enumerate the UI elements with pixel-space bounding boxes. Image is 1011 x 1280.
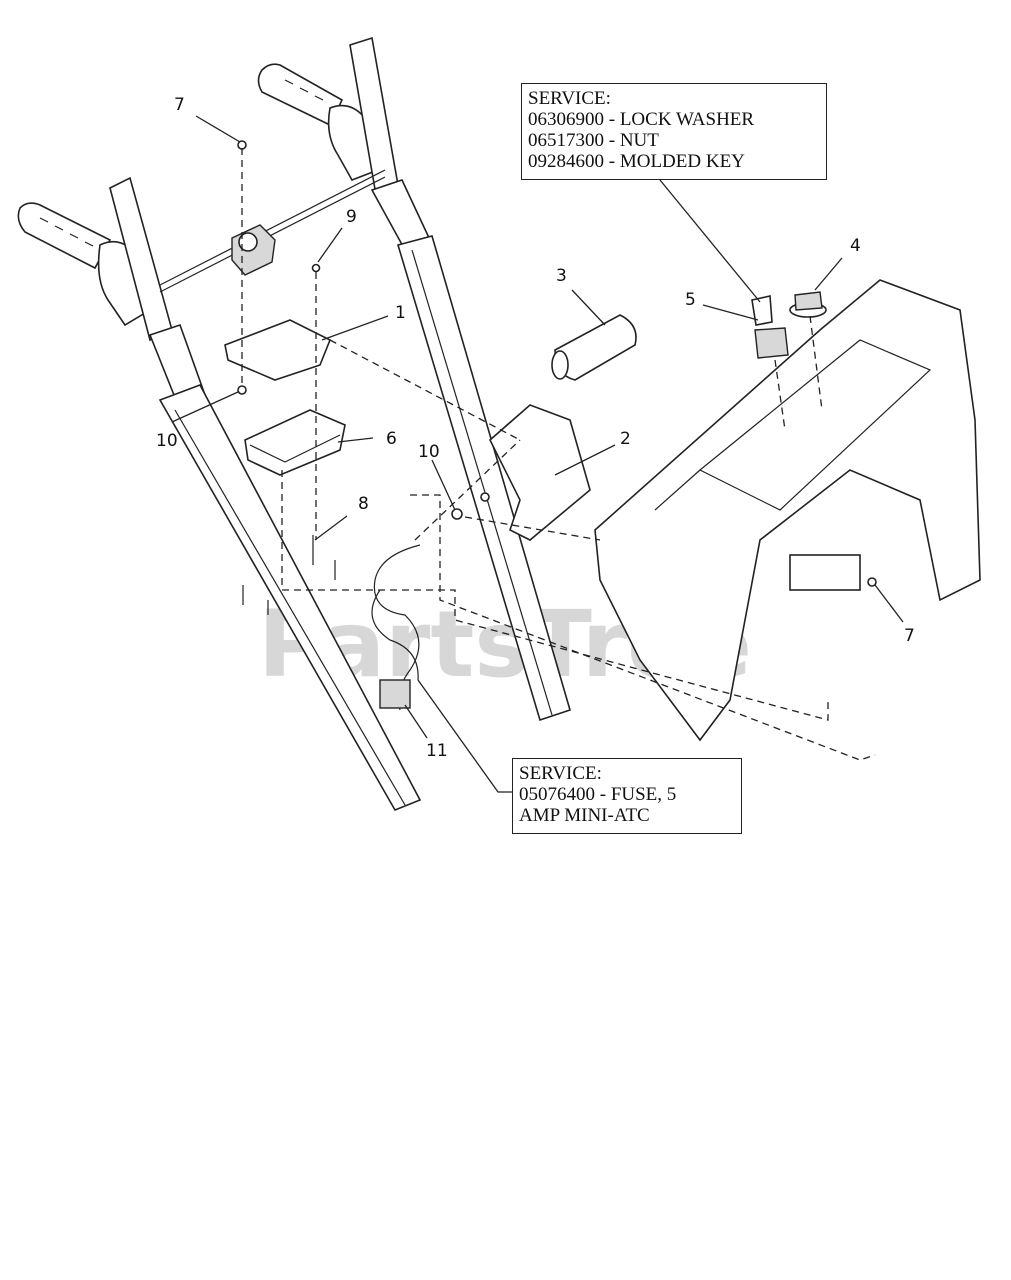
- assembly-lines: [241, 148, 876, 761]
- service-key-line-2: 06306900 - LOCK WASHER: [528, 109, 755, 130]
- service-key-line-1: SERVICE:: [528, 88, 611, 109]
- callout-1: 1: [395, 303, 406, 323]
- service-fuse-line-1: SERVICE:: [519, 763, 602, 784]
- part-5-key-switch: [751, 295, 789, 359]
- part-2-mount-bracket: [489, 404, 591, 541]
- callout-10-center: 10: [418, 442, 440, 462]
- service-note-fuse: SERVICE: 05076400 - FUSE, 5 AMP MINI-ATC: [512, 758, 742, 834]
- part-4-knob: [789, 291, 827, 318]
- callout-7-top: 7: [174, 95, 185, 115]
- callout-5: 5: [685, 290, 696, 310]
- callout-11: 11: [426, 741, 448, 761]
- callout-7-right: 7: [904, 626, 915, 646]
- left-handle-assembly: [17, 176, 422, 812]
- right-handle-assembly: [159, 36, 571, 722]
- callout-9: 9: [346, 207, 357, 227]
- service-fuse-line-3: AMP MINI-ATC: [519, 805, 650, 826]
- part-1-bracket: [224, 319, 332, 381]
- part-11-wire-harness: [371, 544, 421, 711]
- cable-actuator: [231, 224, 276, 276]
- part-6-control-module: [244, 409, 346, 476]
- callout-8: 8: [358, 494, 369, 514]
- callout-4: 4: [850, 236, 861, 256]
- service-note-key-switch: SERVICE: 06306900 - LOCK WASHER 06517300…: [521, 83, 827, 180]
- callout-3: 3: [556, 266, 567, 286]
- dash-console-housing: [594, 279, 981, 742]
- fasteners: [237, 140, 877, 615]
- service-key-line-3: 06517300 - NUT: [528, 130, 659, 151]
- service-fuse-line-2: 05076400 - FUSE, 5: [519, 784, 677, 805]
- service-key-line-4: 09284600 - MOLDED KEY: [528, 151, 745, 172]
- part-3-headlight: [551, 314, 637, 381]
- callout-10-left: 10: [156, 431, 178, 451]
- callout-6: 6: [386, 429, 397, 449]
- callout-2: 2: [620, 429, 631, 449]
